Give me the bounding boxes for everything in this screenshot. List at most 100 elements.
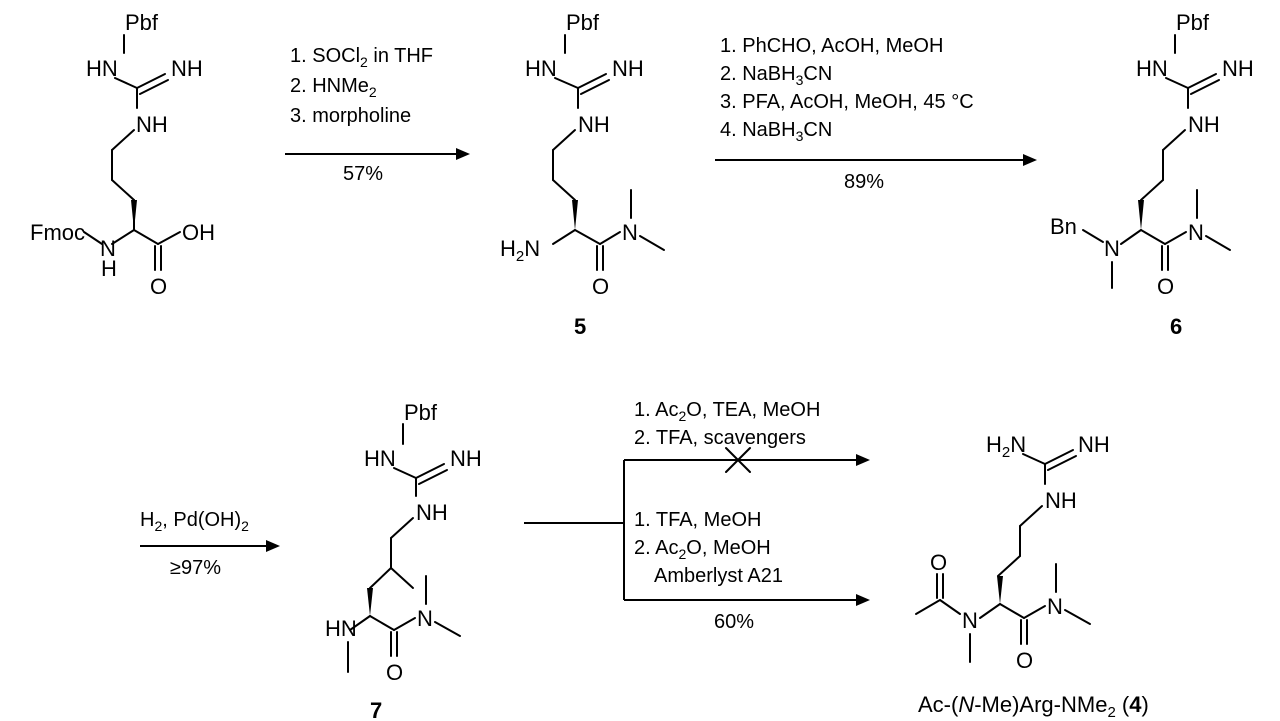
bond [434,621,461,637]
bond [915,599,941,615]
atom-label: NH [416,500,448,525]
condition-text: 2. TFA, scavengers [634,427,806,449]
atom-label: H2N [500,236,540,265]
arrow-head [456,148,470,160]
compound-number: 6 [1170,314,1182,339]
bond [552,179,576,201]
atom-label: NH [171,56,203,81]
atom-label: H2N [986,432,1026,461]
bond [574,229,601,245]
yield-text: 57% [343,163,383,185]
bond [1064,609,1091,625]
compound-6-structure: Pbf HN NH NH N Bn O N 6 [1050,10,1254,339]
atom-label: NH [450,446,482,471]
starting-material-structure: Pbf HN NH NH Fmoc N H OH O [30,10,215,299]
arrow-head [266,540,280,552]
atom-label: HN [325,616,357,641]
atom-label: OH [182,220,215,245]
atom-label: N [1047,594,1063,619]
atom-label: NH [1045,488,1077,513]
atom-label: Bn [1050,214,1077,239]
wedge-bond [131,200,137,230]
bond [999,603,1025,619]
condition-text: 1. PhCHO, AcOH, MeOH [720,35,943,57]
bond [114,77,138,89]
bond [1165,77,1189,89]
bond [369,615,395,631]
bond [136,73,166,89]
atom-label: HN [364,446,396,471]
bond [1082,229,1104,243]
condition-text: H2, Pd(OH)2 [140,509,249,534]
compound-7-structure: Pbf HN NH NH HN O N 7 [325,400,482,721]
bond [111,179,135,201]
bond [1019,505,1043,527]
atom-label: Pbf [125,10,159,35]
atom-label: O [1016,648,1033,673]
bond [1205,235,1231,251]
bond [979,603,1001,619]
arrow-head [856,454,870,466]
atom-label: HN [525,56,557,81]
bond [111,229,135,245]
wedge-bond [997,576,1003,604]
bond [1187,73,1217,89]
bond [111,129,135,151]
atom-label: NH [1078,432,1110,457]
bond [393,467,417,479]
bond [552,229,576,245]
bond [599,231,621,245]
compound-number: 7 [370,698,382,721]
condition-text: 3. PFA, AcOH, MeOH, 45 °C [720,91,974,113]
reaction-step-4-branch: 1. Ac2O, TEA, MeOH 2. TFA, scavengers 1.… [524,399,870,633]
atom-label: NH [1188,112,1220,137]
atom-label: NH [578,112,610,137]
atom-label: NH [136,112,168,137]
yield-text: 60% [714,611,754,633]
bond [390,567,414,589]
atom-label: N [100,236,116,261]
bond [1023,605,1046,619]
atom-label: N [962,608,978,633]
atom-label: Fmoc [30,220,85,245]
atom-label: O [1157,274,1174,299]
atom-label: N [1188,220,1204,245]
compound-number: 5 [574,314,586,339]
condition-text: 1. TFA, MeOH [634,509,761,531]
bond [393,617,416,631]
bond [1140,179,1164,201]
bond [1120,229,1142,245]
arrow-head [1023,154,1037,166]
condition-text: 4. NaBH3CN [720,119,832,144]
bond [157,231,181,245]
bond [580,79,610,95]
compound-5-structure: Pbf HN NH NH H2N O N 5 [500,10,665,339]
cross-mark [725,447,751,473]
yield-text: ≥97% [170,557,221,579]
condition-text: 2. HNMe2 [290,75,377,100]
bond [639,235,665,251]
wedge-bond [1138,200,1144,230]
bond [939,599,961,615]
arrow-head [856,594,870,606]
bond [139,79,169,95]
bond [1164,231,1187,245]
bond [1022,453,1046,465]
bond [418,469,448,485]
yield-text: 89% [844,171,884,193]
atom-label: HN [1136,56,1168,81]
bond [349,615,371,631]
atom-label: N [622,220,638,245]
bond [1047,455,1077,471]
atom-label: O [930,550,947,575]
reaction-step-3: H2, Pd(OH)2 ≥97% [140,509,280,579]
bond [554,77,579,89]
atom-label: Pbf [566,10,600,35]
bond [997,555,1021,577]
bond [577,73,607,89]
wedge-bond [367,588,373,616]
bond [390,517,414,539]
atom-label: O [386,660,403,685]
compound-4-structure: H2N NH NH N O O N Ac-(N-Me)Arg-NMe2 (4) [915,432,1149,721]
